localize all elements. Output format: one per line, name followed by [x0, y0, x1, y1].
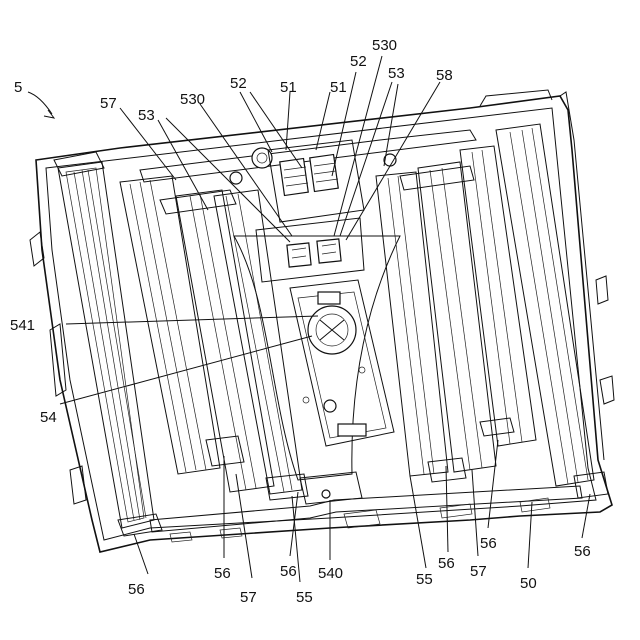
- label-54: 54: [40, 409, 57, 426]
- bottom-rail: [150, 486, 582, 542]
- label-56-e: 56: [480, 535, 497, 552]
- label-57-top: 57: [100, 95, 117, 112]
- label-53-left: 53: [138, 107, 155, 124]
- label-55-right: 55: [416, 571, 433, 588]
- label-541: 541: [10, 317, 35, 334]
- label-530-right: 530: [372, 37, 397, 54]
- label-530-left: 530: [180, 91, 205, 108]
- center-plate: [234, 236, 400, 504]
- central-connectors: [256, 140, 364, 282]
- label-56-b: 56: [214, 565, 231, 582]
- label-55-left: 55: [296, 589, 313, 606]
- label-52-left: 52: [230, 75, 247, 92]
- right-rollers: [376, 124, 608, 498]
- left-roller-assembly: [54, 152, 162, 536]
- label-50: 50: [520, 575, 537, 592]
- label-52-right: 52: [350, 53, 367, 70]
- label-53-right: 53: [388, 65, 405, 82]
- label-51-right: 51: [330, 79, 347, 96]
- label-5: 5: [14, 79, 22, 96]
- label-540: 540: [318, 565, 343, 582]
- label-57-bottom-left: 57: [240, 589, 257, 606]
- label-56-f: 56: [574, 543, 591, 560]
- label-56-d: 56: [438, 555, 455, 572]
- label-58: 58: [436, 67, 453, 84]
- leader-lines: [28, 56, 590, 582]
- label-56-c: 56: [280, 563, 297, 580]
- left-inner-rollers: [120, 176, 308, 500]
- label-57-bottom-right: 57: [470, 563, 487, 580]
- reference-labels: 5 57 53 530 52 51 51 52 530 53 58 541 54…: [10, 37, 591, 606]
- label-51-left: 51: [280, 79, 297, 96]
- label-56-a: 56: [128, 581, 145, 598]
